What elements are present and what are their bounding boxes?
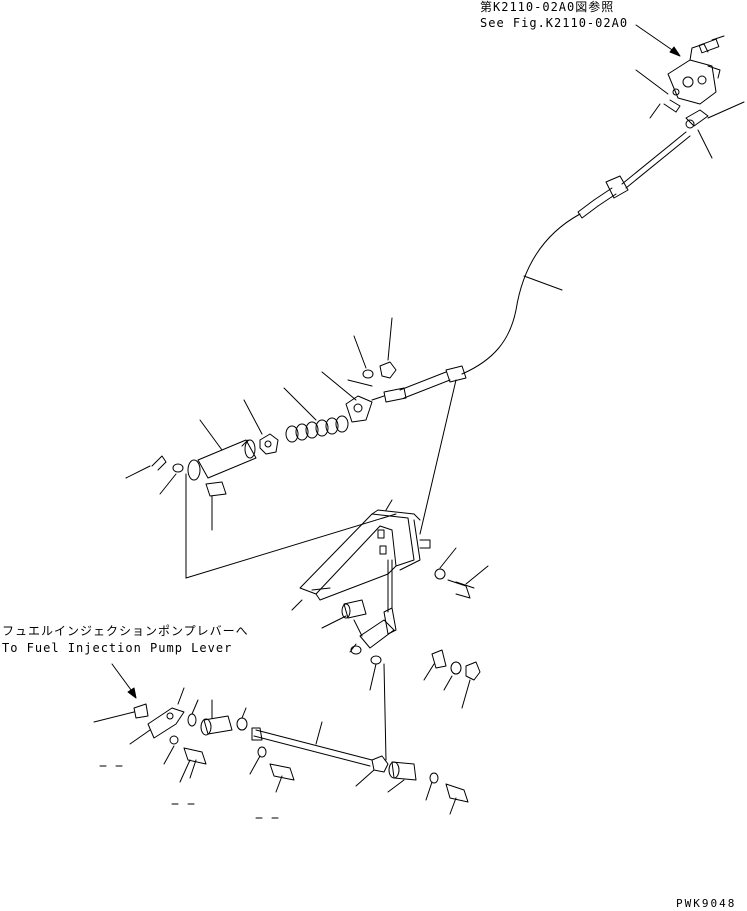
figure-number: PWK9048 [676,897,737,910]
small-bracket [321,371,373,423]
pump-lever-nut [93,703,149,723]
reference-arrow [635,24,681,57]
bolt-lower-left [163,735,207,783]
return-spring [283,387,349,443]
spring-nut [243,399,279,455]
pin [205,481,227,531]
bolt-lower-middle [249,746,295,793]
vertical-link [383,663,387,761]
bracket-pivot [321,599,367,629]
cable-leader [523,275,563,291]
fuel-lever-arrow [111,663,137,699]
pedal-bracket [291,509,431,611]
threaded-rod [251,721,373,767]
fuel-lever-label-jp: フュエルインジェクションポンプレバーへ [2,624,249,638]
rod-end-right [355,755,417,793]
pump-lever-washer [187,699,199,727]
cable-clamp [685,101,745,159]
reference-label-en: See Fig.K2110-02A0 [480,16,629,30]
cable-lower-end [371,365,467,535]
nut-washer-top [353,317,397,379]
bolt-lower-right [425,772,469,815]
pump-lever [129,687,185,745]
cable-upper-end [577,131,691,219]
bolt-washer-right [434,547,489,599]
assembly-outline [185,473,397,579]
reference-label-jp: 第K2110-02A0図参照 [480,0,615,14]
rod-end-left [200,699,248,736]
fuel-lever-label-en: To Fuel Injection Pump Lever [2,641,233,655]
cylinder-rod [187,419,257,481]
dash-marks [99,765,279,819]
lever-washer [369,655,382,691]
governor-assembly [635,35,725,119]
lever-nut [423,649,481,709]
control-cable [461,213,581,375]
lever-arm [349,559,397,655]
clip-pin [125,455,184,495]
